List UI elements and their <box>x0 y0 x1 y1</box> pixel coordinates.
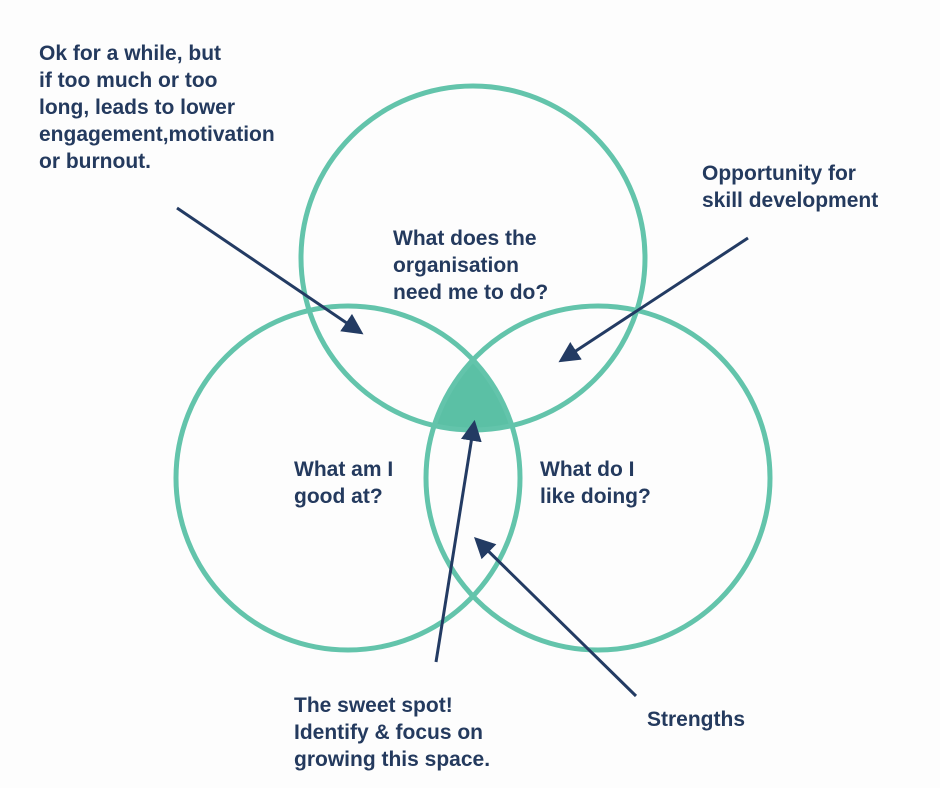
annotation-strengths: Strengths <box>647 708 746 731</box>
label-good-at: What am I good at? <box>294 458 394 508</box>
label-like-doing: What do I like doing? <box>540 458 651 508</box>
annotation-burnout: Ok for a while, but if too much or too l… <box>39 42 275 173</box>
circle-good-at <box>173 303 523 653</box>
arrow-sweet-spot <box>434 419 482 663</box>
arrow-burnout <box>176 206 364 335</box>
annotation-skill-development: Opportunity for skill development <box>702 162 879 212</box>
annotation-sweet-spot: The sweet spot! Identify & focus on grow… <box>294 694 491 771</box>
label-organisation-needs: What does the organisation need me to do… <box>393 227 549 304</box>
arrow-strengths <box>474 537 638 698</box>
arrow-skill-development <box>558 236 749 363</box>
circle-like-doing <box>423 303 773 653</box>
